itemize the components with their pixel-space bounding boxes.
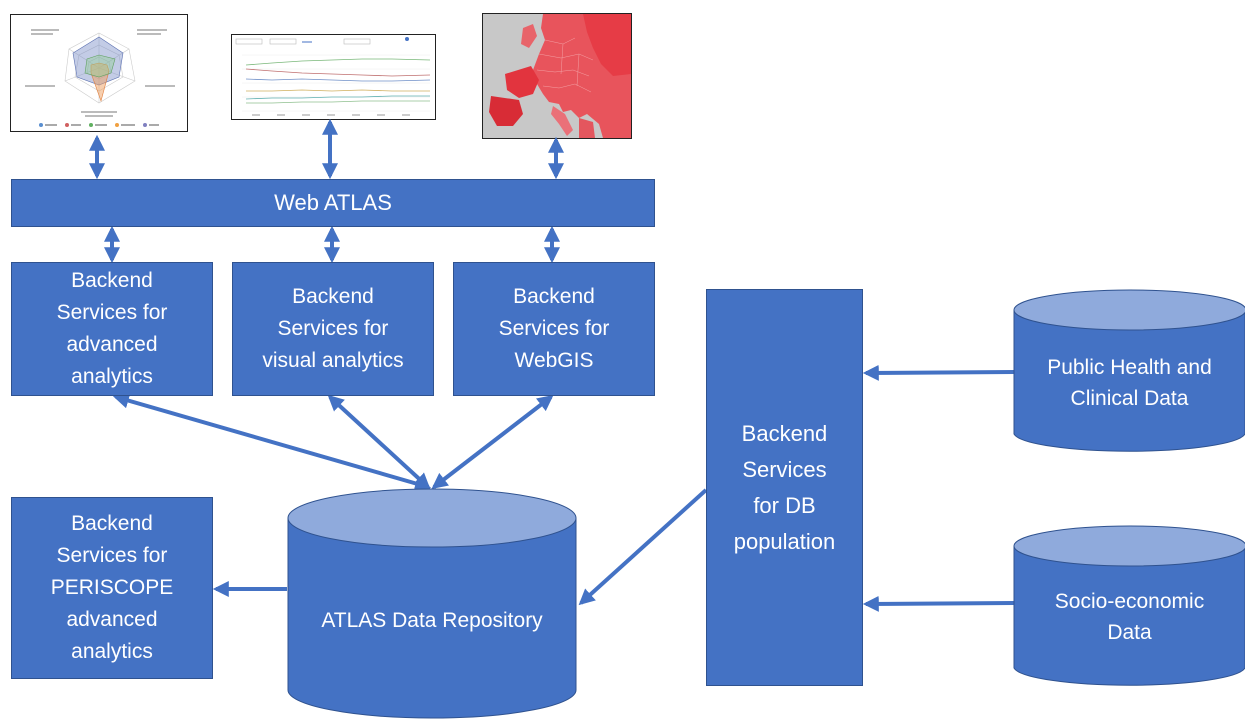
arrow-visual-repository: [327, 394, 431, 490]
webgis-line-1: Backend: [513, 285, 595, 308]
db-population-services-box: Backend Services for DB population: [706, 289, 863, 686]
arrow-socio-economic-db-population: [862, 595, 1015, 612]
periscope-line-2: Services for: [56, 544, 168, 567]
visual-analytics-services-box: Backend Services for visual analytics: [232, 262, 434, 396]
socio-economic-label: Socio-economic Data: [1014, 569, 1245, 665]
arrow-db-population-repository: [578, 488, 708, 606]
advanced-line-4: analytics: [71, 365, 153, 388]
socio-economic-line-2: Data: [1107, 621, 1152, 644]
line-chart-thumbnail: [231, 34, 436, 120]
periscope-line-4: advanced: [66, 608, 158, 631]
atlas-data-repository-label: ATLAS Data Repository: [288, 550, 576, 690]
advanced-analytics-services-box: Backend Services for advanced analytics: [11, 262, 213, 396]
advanced-line-2: Services for: [56, 301, 168, 324]
db-population-line-2: Services: [742, 456, 827, 482]
radar-chart-thumbnail: [10, 14, 188, 132]
db-population-line-3: for DB: [753, 492, 816, 518]
public-health-line-1: Public Health and: [1047, 356, 1212, 379]
socio-economic-cylinder: [1013, 525, 1245, 686]
webgis-line-3: WebGIS: [514, 349, 594, 372]
periscope-line-5: analytics: [71, 640, 153, 663]
periscope-services-box: Backend Services for PERISCOPE advanced …: [11, 497, 213, 679]
europe-map-thumbnail: [482, 13, 632, 139]
periscope-line-3: PERISCOPE: [50, 576, 174, 599]
visual-line-1: Backend: [292, 285, 374, 308]
public-health-line-2: Clinical Data: [1070, 387, 1189, 410]
arrow-public-health-db-population: [862, 364, 1015, 381]
webgis-services-box: Backend Services for WebGIS: [453, 262, 655, 396]
advanced-line-3: advanced: [66, 333, 158, 356]
atlas-repository-line-1: ATLAS Data Repository: [321, 608, 543, 632]
atlas-data-repository-cylinder: [287, 488, 577, 719]
arrow-webgis-repository: [431, 395, 554, 489]
periscope-line-1: Backend: [71, 512, 153, 535]
webgis-line-2: Services for: [498, 317, 610, 340]
visual-line-3: visual analytics: [262, 349, 404, 372]
db-population-line-4: population: [733, 528, 836, 554]
db-population-line-1: Backend: [741, 420, 828, 446]
socio-economic-line-1: Socio-economic: [1054, 590, 1205, 613]
public-health-label: Public Health and Clinical Data: [1014, 335, 1245, 431]
web-atlas-label: Web ATLAS: [274, 190, 392, 215]
public-health-cylinder: [1013, 289, 1245, 452]
visual-line-2: Services for: [277, 317, 389, 340]
web-atlas-bar: Web ATLAS: [11, 179, 655, 227]
advanced-line-1: Backend: [71, 269, 153, 292]
